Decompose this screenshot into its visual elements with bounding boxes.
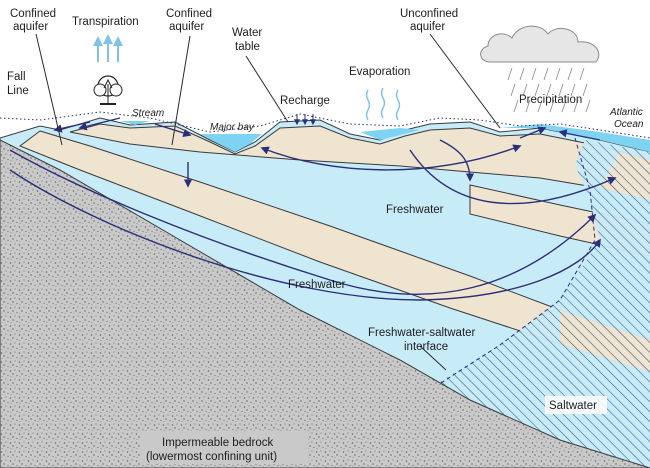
label-fall-line-1: Fall	[7, 71, 26, 83]
label-evaporation: Evaporation	[349, 66, 410, 78]
label-saltwater: Saltwater	[549, 400, 597, 412]
label-freshwater-lower: Freshwater	[288, 279, 346, 291]
stream-water	[120, 121, 150, 125]
label-confined-aquifer-left-2: aquifer	[13, 21, 48, 33]
label-unconfined-aquifer-1: Unconfined	[400, 8, 458, 20]
bedrock	[0, 139, 650, 468]
evaporation-arrows	[365, 87, 401, 121]
label-recharge: Recharge	[280, 95, 330, 107]
ocean-water	[500, 124, 650, 152]
confining-unit-middle	[18, 130, 650, 373]
label-confined-aquifer-mid-1: Confined	[166, 8, 212, 20]
water-table-line	[0, 111, 650, 139]
label-unconfined-aquifer-2: aquifer	[410, 21, 445, 33]
label-transpiration: Transpiration	[72, 16, 139, 28]
bedrock-label-bg	[140, 432, 308, 464]
label-bedrock-1: Impermeable bedrock	[162, 437, 273, 449]
flow-arrows	[9, 117, 617, 301]
label-confined-aquifer-mid-2: aquifer	[169, 21, 204, 33]
label-water-table-2: table	[235, 41, 260, 53]
interface-line	[429, 137, 596, 391]
transpiration-arrows	[93, 34, 123, 62]
label-fall-line-2: Line	[7, 85, 29, 97]
tree-icon	[93, 75, 123, 105]
label-freshwater-upper: Freshwater	[386, 204, 444, 216]
label-water-table-1: Water	[232, 27, 262, 39]
label-interface-1: Freshwater-saltwater	[368, 327, 476, 339]
evaporation-pool	[360, 128, 420, 140]
recharge-arrows	[294, 114, 316, 126]
saltwater-zone	[410, 140, 650, 468]
label-bedrock-2: (lowermost confining unit)	[146, 451, 277, 463]
label-precipitation: Precipitation	[519, 94, 582, 106]
saltwater-label-bg	[545, 396, 607, 414]
cloud-icon	[480, 25, 600, 63]
precipitation-icon	[507, 67, 591, 113]
leader-lines	[35, 33, 501, 371]
label-confined-aquifer-left-1: Confined	[10, 8, 56, 20]
label-atlantic-ocean-2: Ocean	[614, 119, 644, 130]
saltwater-zone-tan	[560, 152, 650, 372]
label-atlantic-ocean-1: Atlantic	[609, 107, 643, 118]
label-interface-2: interface	[404, 341, 448, 353]
label-stream: Stream	[132, 108, 164, 119]
major-bay-water	[200, 134, 262, 152]
label-major-bay: Major bay	[210, 122, 255, 133]
